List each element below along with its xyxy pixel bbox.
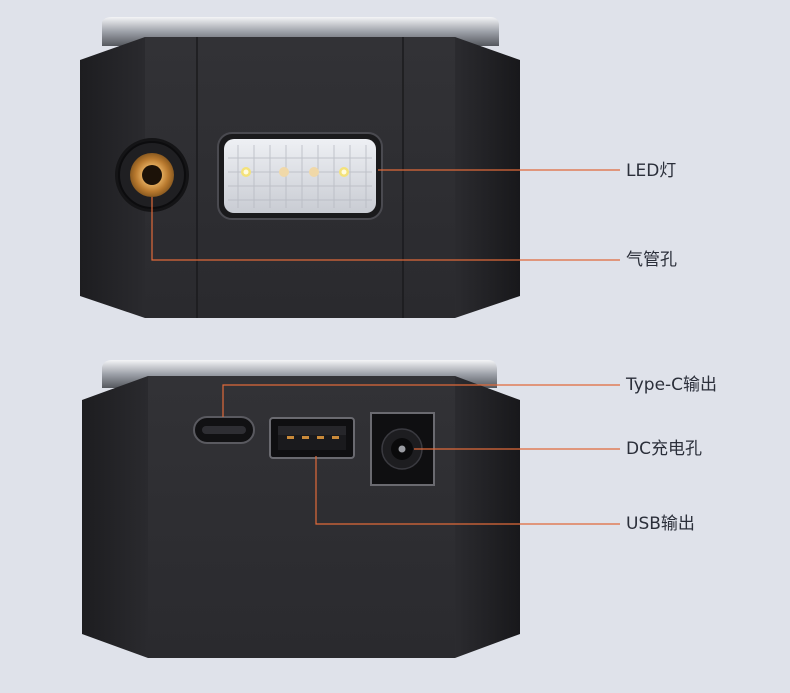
- bottom-device-left-bevel: [82, 376, 148, 658]
- callout-air-hole: 气管孔: [626, 250, 677, 270]
- usb-leader-line: [315, 456, 620, 525]
- callout-usb: USB输出: [626, 514, 695, 534]
- top-device-left-bevel: [80, 37, 145, 318]
- bottom-device-right-bevel: [455, 376, 520, 658]
- air-hole-brass-nut-icon: [115, 138, 189, 212]
- usb-a-port-icon: [269, 417, 355, 459]
- top-device: [80, 17, 620, 318]
- callout-dc: DC充电孔: [626, 439, 702, 459]
- bottom-device: [82, 360, 620, 658]
- callout-typec: Type-C输出: [626, 375, 718, 395]
- usb-c-port-icon: [193, 416, 255, 444]
- led-light-icon: [217, 132, 383, 220]
- callout-led: LED灯: [626, 161, 677, 181]
- top-device-right-bevel: [455, 37, 520, 318]
- air-hole-leader-line: [151, 197, 620, 261]
- typec-leader-line: [222, 384, 620, 417]
